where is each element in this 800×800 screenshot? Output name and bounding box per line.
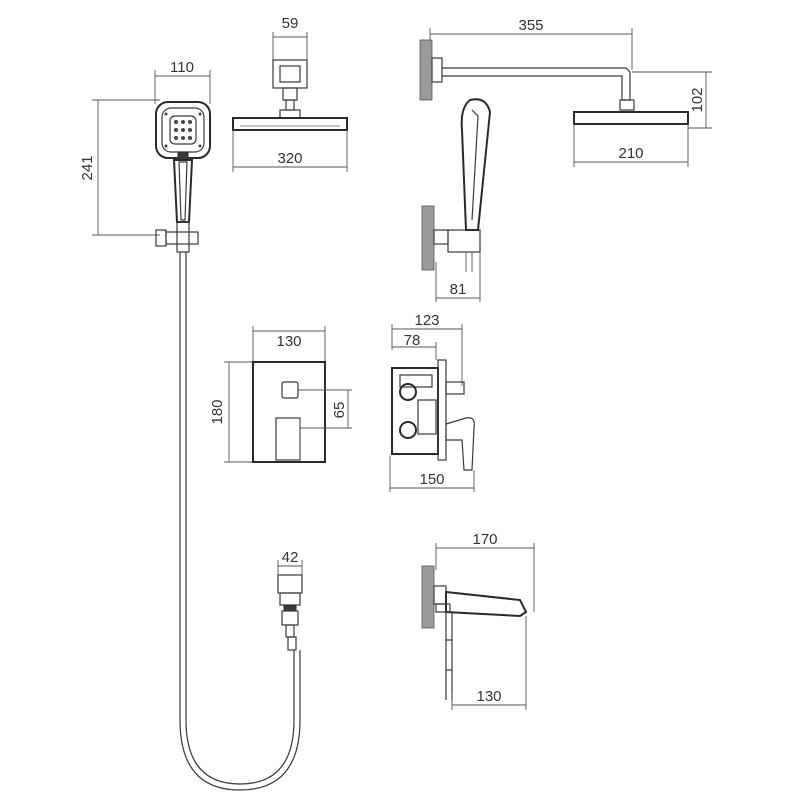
valve-lever-offset-label: 65 [331,402,348,419]
shower-arm-side-view: 355 102 210 [419,17,712,167]
shower-hose [179,252,301,791]
holder-depth-label: 81 [450,281,467,298]
overhead-shower-front-view: 59 320 [232,15,348,172]
valve-body-width-label: 150 [419,471,444,488]
valve-depth-box-label: 78 [404,332,421,349]
valve-plate-width-label: 130 [276,333,301,350]
valve-plate-height-label: 180 [209,399,226,424]
hose-connector-width-label: 42 [282,549,299,566]
valve-depth-total-label: 123 [414,312,439,329]
arm-length-label: 355 [518,17,543,34]
spout-projection-label: 130 [476,688,501,705]
spout-length-label: 170 [472,531,497,548]
arm-drop-label: 102 [689,87,706,112]
handshower-height-label: 241 [79,155,96,180]
hand-shower-view: 110 241 [79,59,211,253]
overhead-width-label: 320 [277,150,302,167]
side-head-width-label: 210 [618,145,643,162]
valve-body-side-view: 123 78 150 [389,312,475,492]
valve-plate-front-view: 130 180 65 [209,326,352,463]
bath-spout-side-view: 170 130 [421,531,535,710]
hose-wall-connector: 42 [277,549,303,651]
handshower-nozzle-dots [164,112,202,148]
handshower-holder-side-view: 81 [421,98,492,302]
handshower-width-label: 110 [170,59,194,76]
arm-connector-width-label: 59 [282,15,299,32]
